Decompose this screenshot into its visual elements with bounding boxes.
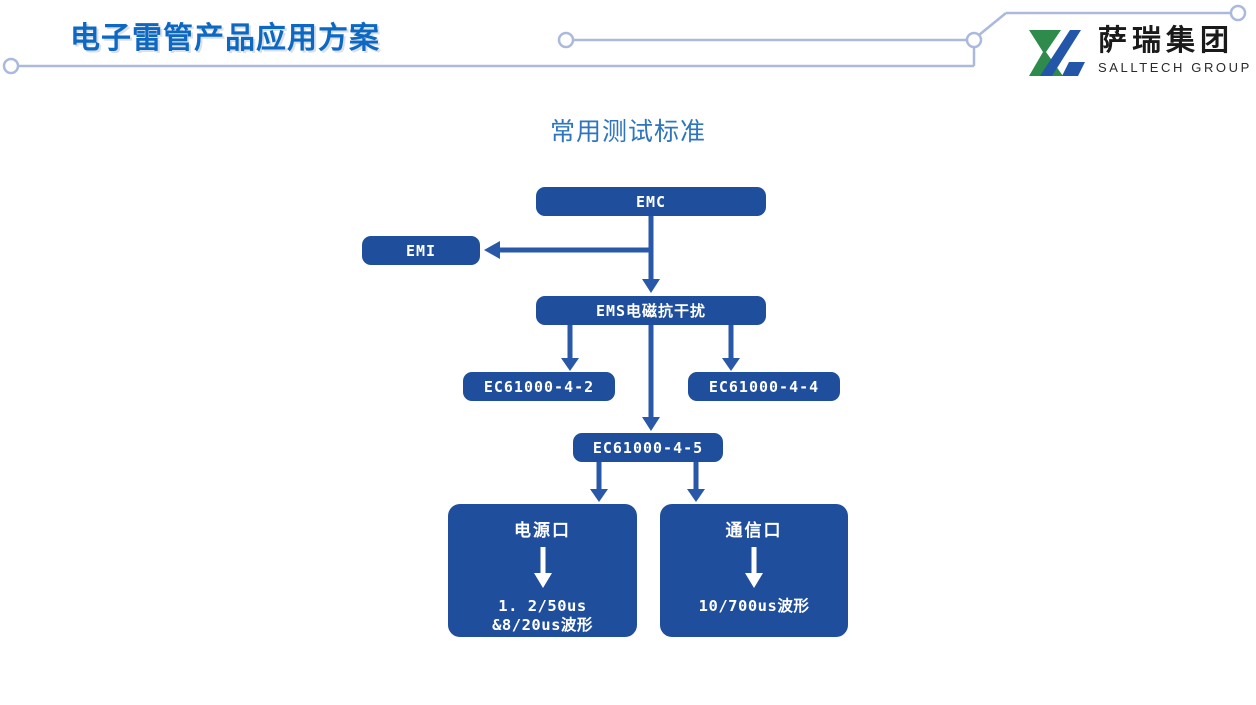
node-emi: EMI	[362, 236, 480, 265]
node-ec61000-4-5: EC61000-4-5	[573, 433, 723, 462]
header-decoration-lines	[2, 4, 1247, 75]
waveform-line1: 10/700us波形	[698, 597, 810, 615]
salltech-logo-icon	[1029, 30, 1085, 76]
company-logo: 萨瑞集团 SALLTECH GROUP	[1016, 25, 1252, 80]
down-arrow-icon	[533, 547, 552, 588]
comm-port-label: 通信口	[725, 521, 783, 541]
node-ec61000-4-2: EC61000-4-2	[463, 372, 615, 401]
node-power-port: 电源口 1. 2/50us &8/20us波形	[448, 504, 637, 637]
company-name-cn: 萨瑞集团	[1098, 25, 1235, 57]
down-arrow-icon	[745, 547, 763, 588]
page-title: 电子雷管产品应用方案	[70, 22, 380, 55]
node-comm-port: 通信口 10/700us波形	[660, 504, 848, 637]
diagram-title: 常用测试标准	[549, 118, 706, 146]
comm-port-waveform: 10/700us波形	[699, 597, 810, 616]
company-name-en: SALLTECH GROUP	[1098, 59, 1252, 75]
node-ems: EMS电磁抗干扰	[536, 296, 766, 325]
waveform-line1: 1. 2/50us	[498, 597, 587, 615]
logo-text: 萨瑞集团 SALLTECH GROUP	[1098, 25, 1252, 75]
waveform-line2: &8/20us波形	[492, 616, 593, 635]
node-ec61000-4-4: EC61000-4-4	[688, 372, 840, 401]
power-port-waveform: 1. 2/50us &8/20us波形	[492, 597, 593, 636]
power-port-label: 电源口	[514, 521, 571, 541]
node-emc: EMC	[536, 187, 766, 216]
